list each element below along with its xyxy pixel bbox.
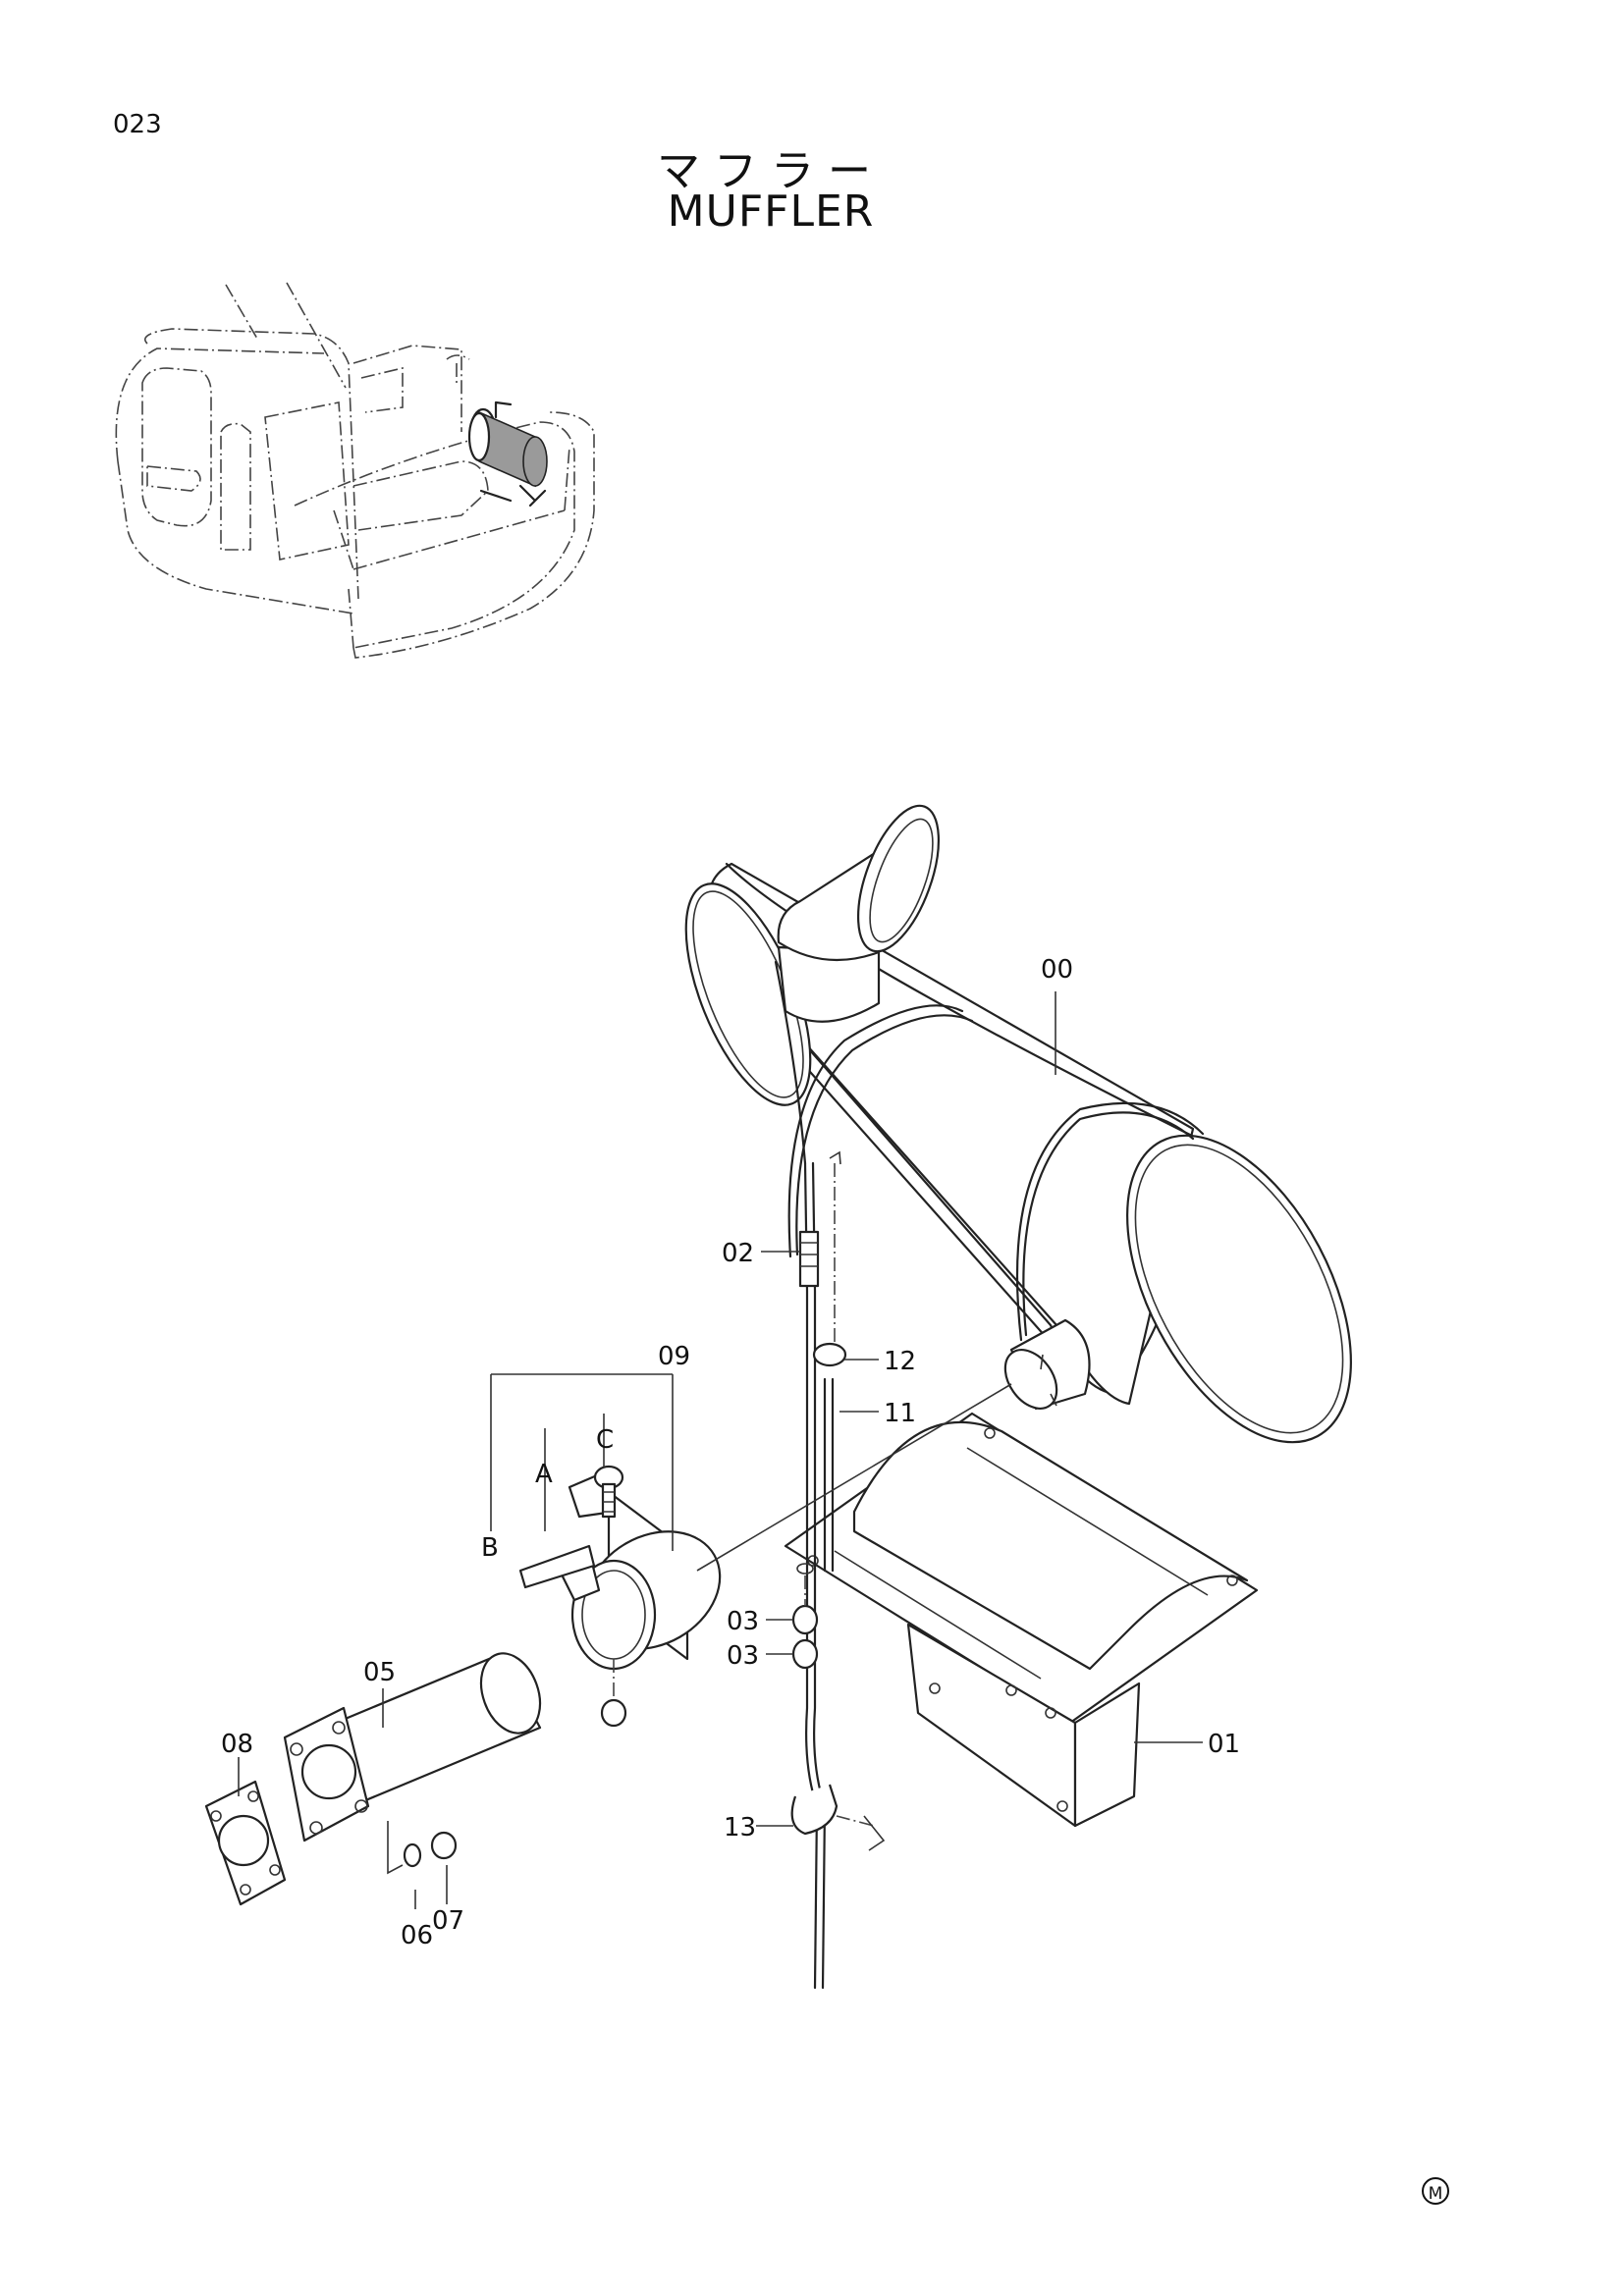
exhaust-pipe [283,1652,542,1842]
muffler-rod [774,960,886,1990]
nut-03a [791,1604,819,1635]
label-part-08: 08 [221,1730,253,1759]
page-title-japanese: マフラー [657,146,885,196]
nut [430,1831,458,1860]
mark-symbol: M [1429,2184,1443,2204]
label-part-03a: 03 [727,1607,759,1636]
leader-lines [238,991,1203,1909]
label-part-11: 11 [884,1399,916,1428]
label-part-02: 02 [722,1239,754,1268]
muffler-bracket [784,1412,1259,1828]
pipe-clamp [518,1383,1012,1728]
machine-overview-illustration [115,282,595,659]
label-part-03b: 03 [727,1641,759,1671]
label-part-12: 12 [884,1347,916,1376]
label-subpart-b: B [481,1533,499,1563]
label-subpart-a: A [535,1460,553,1489]
label-part-05: 05 [363,1658,396,1687]
label-part-06: 06 [401,1921,433,1950]
page-number: 023 [113,110,162,139]
label-part-01: 01 [1208,1730,1240,1759]
label-subpart-c: C [596,1425,614,1455]
muffler-location-highlight [467,400,548,507]
label-part-07: 07 [432,1906,464,1936]
circled-m-mark: M [1422,2177,1449,2205]
muffler [684,804,1352,1444]
label-part-13: 13 [724,1813,756,1842]
label-part-09: 09 [658,1342,690,1371]
washer [403,1842,422,1868]
label-part-00: 00 [1041,955,1073,985]
nut-03b [791,1638,819,1670]
page-title: MUFFLER [667,187,875,237]
gasket [204,1780,287,1906]
muffler-assembly-illustration: 00 02 12 11 03 03 01 13 09 B A C 05 08 0… [204,804,1352,1990]
